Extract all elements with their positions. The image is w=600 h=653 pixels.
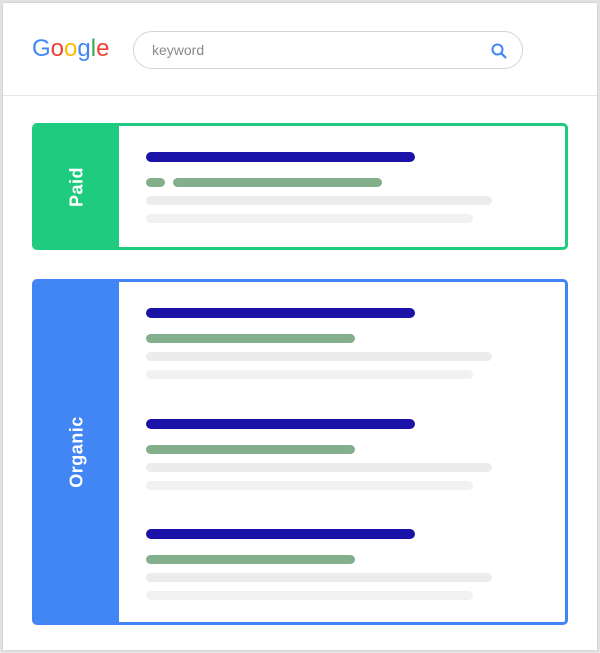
paid-section-label-bar: Paid [35, 126, 119, 247]
result-url-placeholder [146, 334, 355, 343]
result-url-placeholder [146, 445, 355, 454]
ad-badge-placeholder [146, 178, 165, 187]
google-logo[interactable]: Google [32, 35, 109, 63]
paid-label: Paid [66, 166, 87, 207]
paid-results-panel: Paid [32, 123, 568, 250]
result-snippet-line [146, 214, 473, 223]
logo-letter: e [96, 35, 110, 62]
organic-results-panel: Organic [32, 279, 568, 625]
result-url-placeholder [146, 555, 355, 564]
result-snippet-line [146, 196, 492, 205]
search-header: Google keyword [3, 3, 597, 96]
logo-letter: g [77, 35, 91, 62]
logo-letter: o [50, 35, 65, 62]
result-title-placeholder[interactable] [146, 419, 415, 429]
result-title-placeholder[interactable] [146, 529, 415, 539]
search-query-text: keyword [152, 42, 205, 58]
logo-letter: G [32, 35, 51, 62]
result-snippet-line [146, 370, 473, 379]
result-title-placeholder[interactable] [146, 308, 415, 318]
organic-section-label-bar: Organic [35, 282, 119, 622]
result-url-placeholder [173, 178, 382, 187]
page: Google keyword Paid Organic [3, 3, 597, 650]
result-snippet-line [146, 573, 492, 582]
result-title-placeholder[interactable] [146, 152, 415, 162]
result-snippet-line [146, 463, 492, 472]
result-snippet-line [146, 481, 473, 490]
result-snippet-line [146, 352, 492, 361]
search-icon[interactable] [490, 42, 508, 60]
logo-letter: l [90, 35, 97, 62]
logo-letter: o [64, 35, 78, 62]
organic-label: Organic [66, 416, 87, 488]
result-snippet-line [146, 591, 473, 600]
search-input[interactable]: keyword [133, 31, 523, 69]
